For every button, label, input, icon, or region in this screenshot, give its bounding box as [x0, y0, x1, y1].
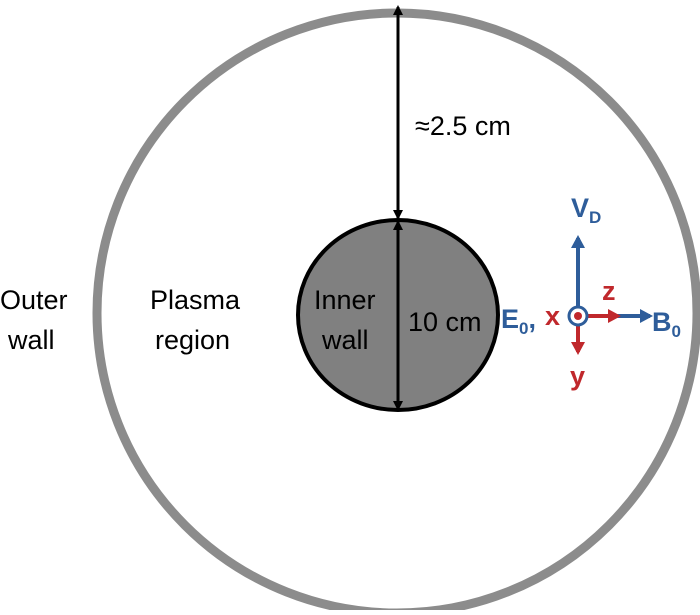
outer-wall-label-line2: wall — [7, 325, 55, 355]
b0-label: B0 — [652, 307, 681, 341]
gap-dimension-label: ≈2.5 cm — [415, 111, 511, 141]
outer-wall-label-line1: Outer — [0, 285, 68, 315]
inner-diameter-label: 10 cm — [408, 307, 482, 337]
plasma-region-label-line2: region — [155, 325, 230, 355]
out-of-page-dot — [574, 312, 582, 320]
inner-wall-label-line2: wall — [321, 325, 369, 355]
inner-wall-label-line1: Inner — [314, 285, 376, 315]
x-axis-label: x — [545, 301, 560, 331]
z-axis-label: z — [602, 276, 616, 306]
vd-label: VD — [571, 193, 601, 227]
y-axis-label: y — [570, 361, 585, 391]
e0-label: E0, — [501, 304, 536, 338]
plasma-region-label-line1: Plasma — [150, 285, 241, 315]
